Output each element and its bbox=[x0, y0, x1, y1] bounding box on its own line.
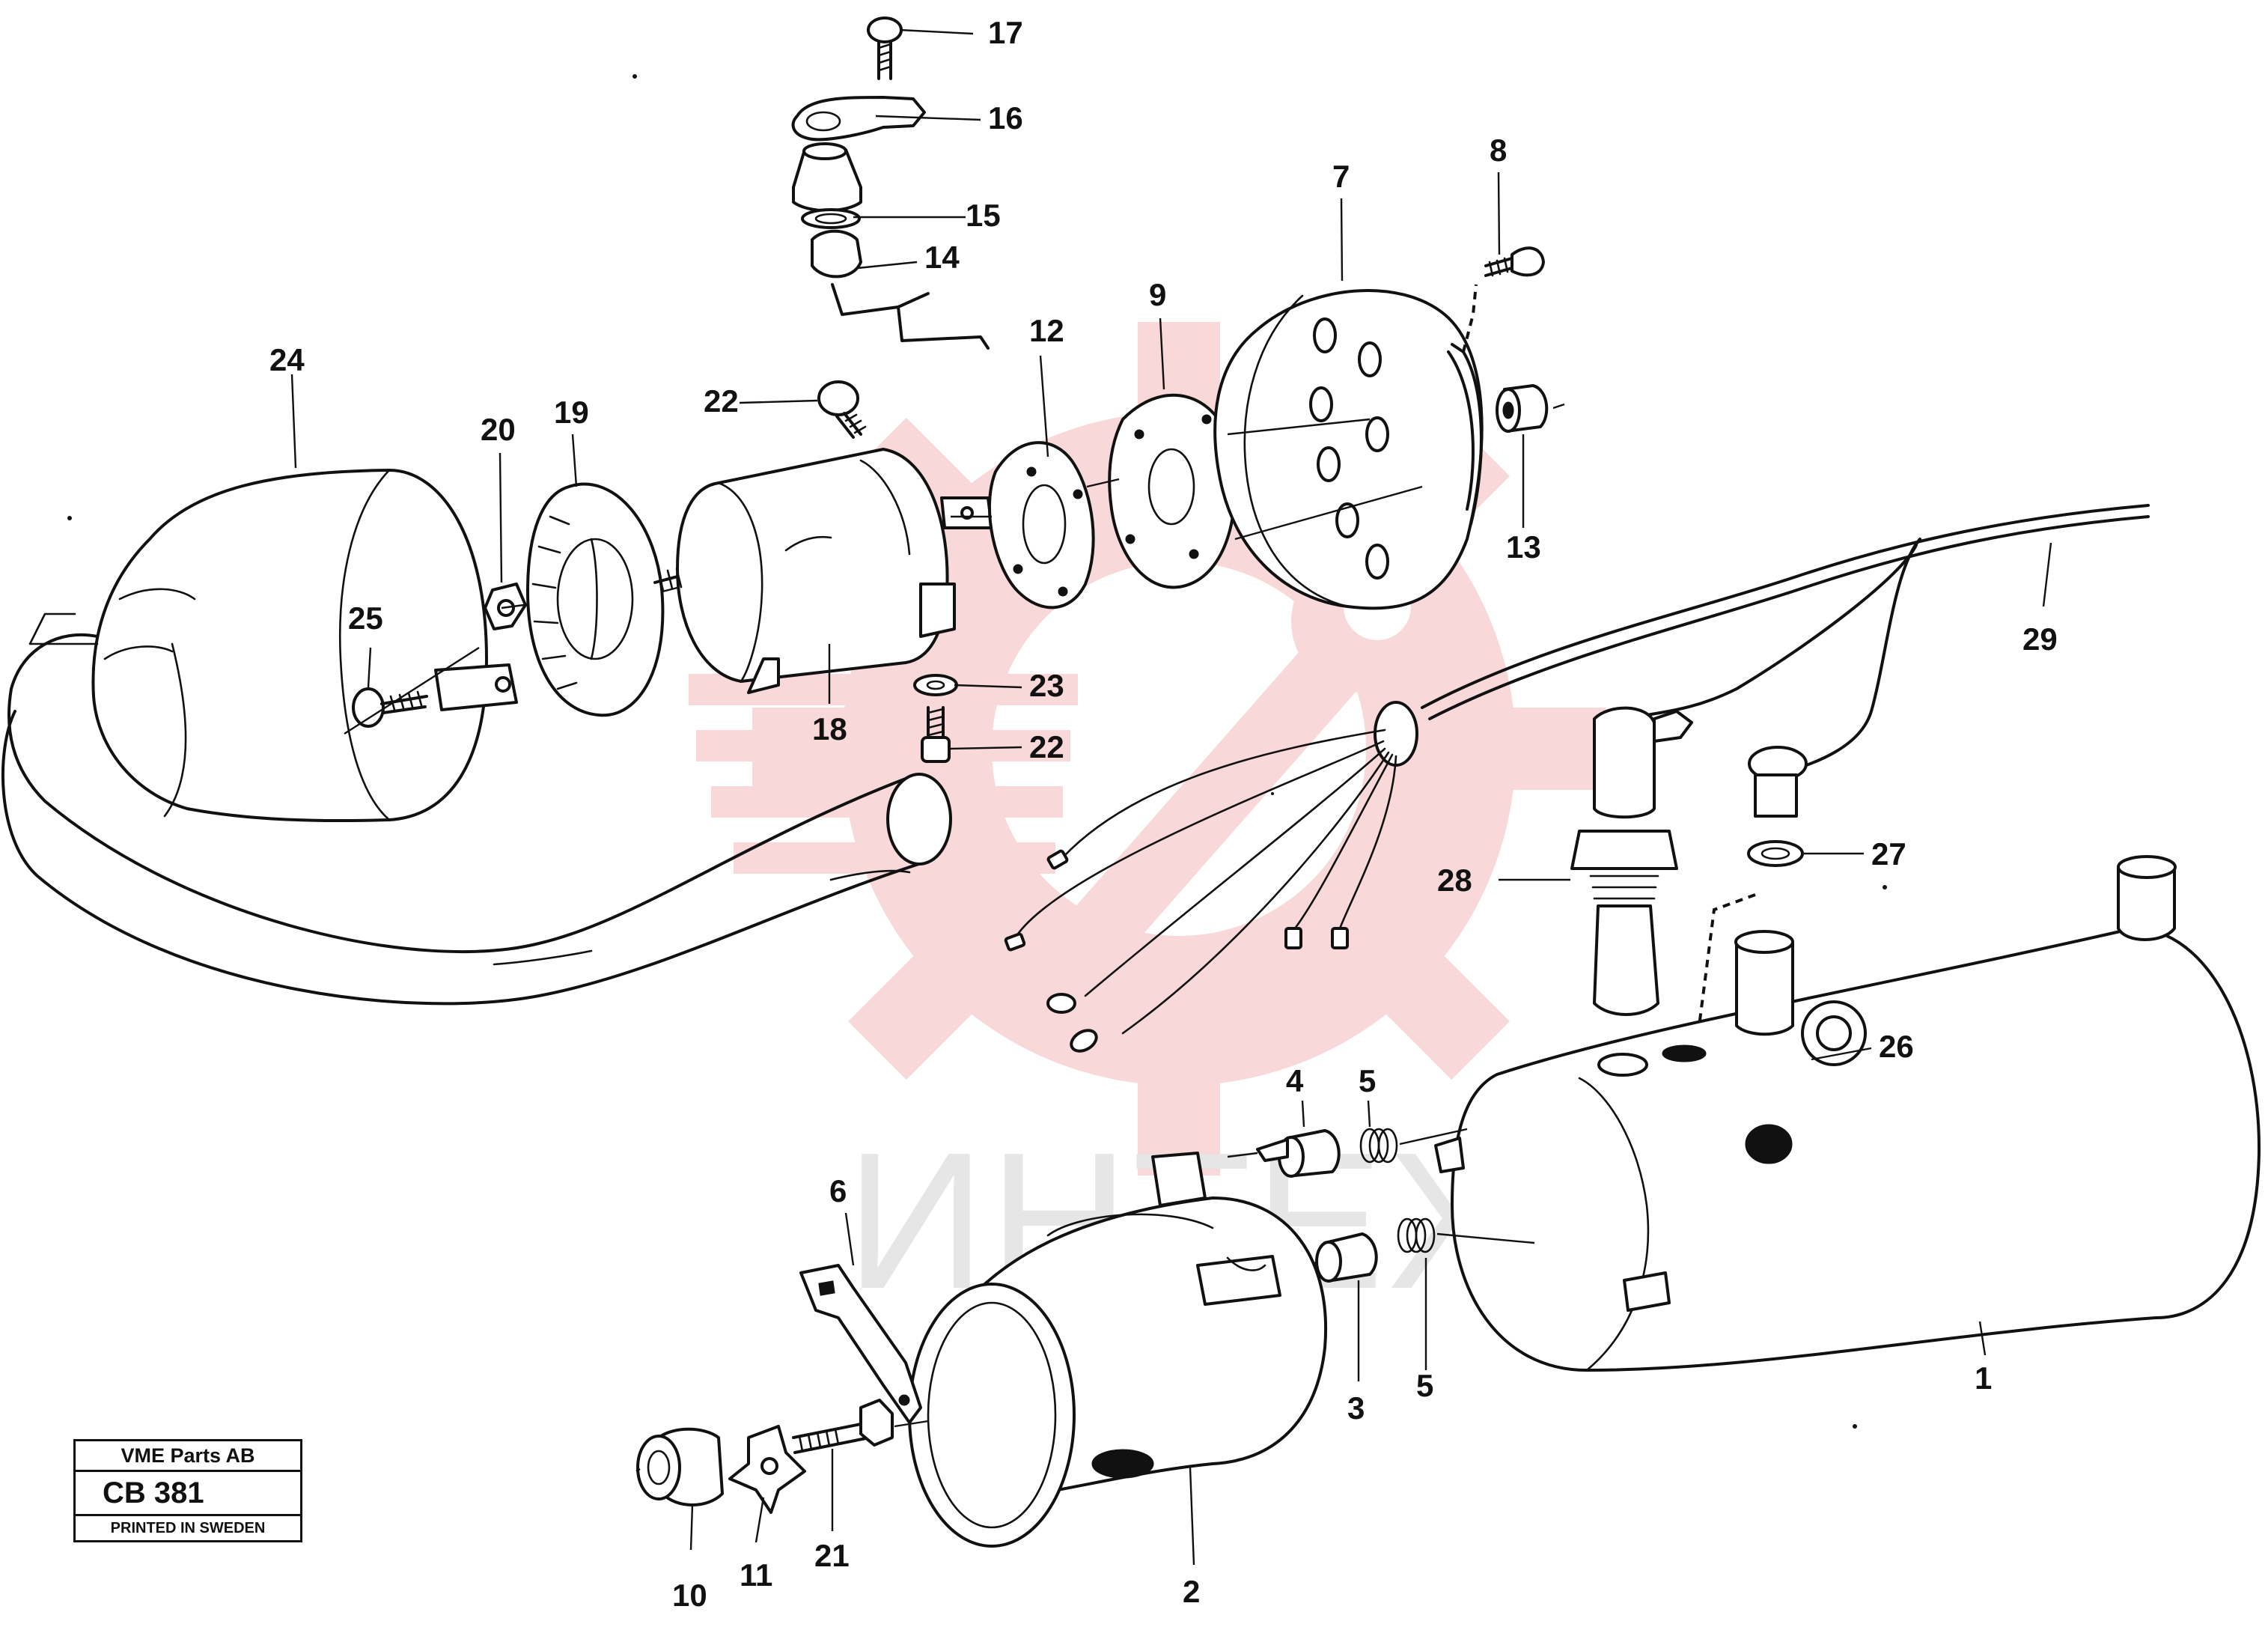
stamp-code: CB 381 bbox=[76, 1472, 300, 1516]
cable-harness bbox=[1004, 504, 2150, 1053]
part-number-labels: 17 16 15 14 12 9 7 8 13 22 20 19 24 25 2… bbox=[269, 15, 2058, 1613]
bracket-6 bbox=[799, 1264, 922, 1424]
part-label-24: 24 bbox=[269, 342, 305, 377]
grommet-27 bbox=[1747, 746, 1808, 867]
leaders bbox=[290, 28, 2052, 1566]
part-label-21: 20 bbox=[481, 412, 516, 447]
publisher-stamp: VME Parts AB CB 381 PRINTED IN SWEDEN bbox=[73, 1439, 302, 1542]
grommet-16 bbox=[792, 142, 862, 229]
bracket-17 bbox=[791, 96, 926, 142]
cable-clip-15 bbox=[811, 229, 990, 350]
part-label-3: 3 bbox=[1347, 1390, 1365, 1426]
cover-7 bbox=[1213, 289, 1484, 610]
part-label-22-upper: 22 bbox=[704, 383, 739, 419]
screw-18 bbox=[867, 16, 903, 80]
part-label-10: 12 bbox=[1029, 313, 1064, 348]
part-label-15: 14 bbox=[924, 240, 960, 275]
part-label-14: 21 bbox=[814, 1538, 850, 1573]
combustion-chamber-2 bbox=[908, 1152, 1328, 1548]
bolt-14 bbox=[792, 1399, 894, 1454]
tank-1 bbox=[1434, 855, 2261, 1372]
part-label-2: 2 bbox=[1183, 1574, 1200, 1609]
part-label-9: 9 bbox=[1149, 277, 1166, 312]
part-label-16: 15 bbox=[966, 198, 1001, 233]
part-label-25: 25 bbox=[348, 600, 383, 636]
dashed-guide-8 bbox=[1462, 284, 1478, 353]
gasket-9 bbox=[1108, 393, 1237, 589]
part-label-28: 28 bbox=[1437, 863, 1472, 898]
part-label-11: 13 bbox=[1506, 529, 1541, 565]
part-label-7: 7 bbox=[1332, 159, 1350, 194]
connector-3 bbox=[1315, 1232, 1378, 1283]
stamp-printed: PRINTED IN SWEDEN bbox=[110, 1520, 266, 1536]
part-label-8: 8 bbox=[1490, 133, 1507, 168]
screw-8 bbox=[1484, 246, 1545, 277]
part-label-17: 16 bbox=[988, 100, 1023, 136]
connector-4 bbox=[1256, 1129, 1341, 1178]
part-label-23: 23 bbox=[1029, 668, 1064, 703]
part-label-5-upper: 5 bbox=[1359, 1063, 1376, 1098]
exhaust-pipe bbox=[1, 633, 952, 1006]
part-label-6: 6 bbox=[829, 1173, 847, 1208]
spring-5-lower bbox=[1397, 1217, 1436, 1253]
part-label-5-lower: 5 bbox=[1416, 1368, 1433, 1403]
axis-4-5 bbox=[1227, 1128, 1468, 1158]
spring-5-upper bbox=[1359, 1128, 1398, 1164]
part-label-20: 19 bbox=[554, 395, 589, 430]
lock-washer-13 bbox=[728, 1425, 806, 1514]
sensor-28 bbox=[1570, 706, 1693, 1016]
part-label-29: 29 bbox=[2022, 621, 2058, 657]
screw-25 bbox=[352, 663, 518, 728]
sleeve-12 bbox=[636, 1427, 724, 1506]
flange-plate-10 bbox=[987, 441, 1095, 609]
screw-22-upper bbox=[817, 380, 867, 439]
part-label-22-lower: 22 bbox=[1029, 729, 1064, 764]
part-label-19: 18 bbox=[812, 711, 847, 746]
motor bbox=[653, 448, 993, 694]
dashed-guide-27 bbox=[1698, 893, 1756, 1027]
screw-22-lower bbox=[921, 706, 951, 763]
part-label-4: 4 bbox=[1286, 1063, 1304, 1098]
speck-dots bbox=[67, 74, 1887, 1429]
washer-23 bbox=[913, 674, 958, 696]
axis-12-14 bbox=[635, 1420, 929, 1473]
part-label-12: 10 bbox=[672, 1578, 707, 1613]
stamp-company: VME Parts AB bbox=[76, 1441, 300, 1472]
part-label-18: 17 bbox=[988, 15, 1023, 50]
fan-wheel bbox=[526, 482, 665, 717]
bushing-11 bbox=[1496, 384, 1549, 433]
burner-housing bbox=[28, 469, 488, 823]
axis-lines bbox=[344, 403, 1565, 735]
nut-21 bbox=[484, 583, 527, 630]
part-label-13: 11 bbox=[740, 1557, 772, 1593]
part-label-26: 26 bbox=[1879, 1029, 1914, 1064]
part-label-27: 27 bbox=[1871, 836, 1906, 872]
part-label-1: 1 bbox=[1975, 1360, 1992, 1396]
